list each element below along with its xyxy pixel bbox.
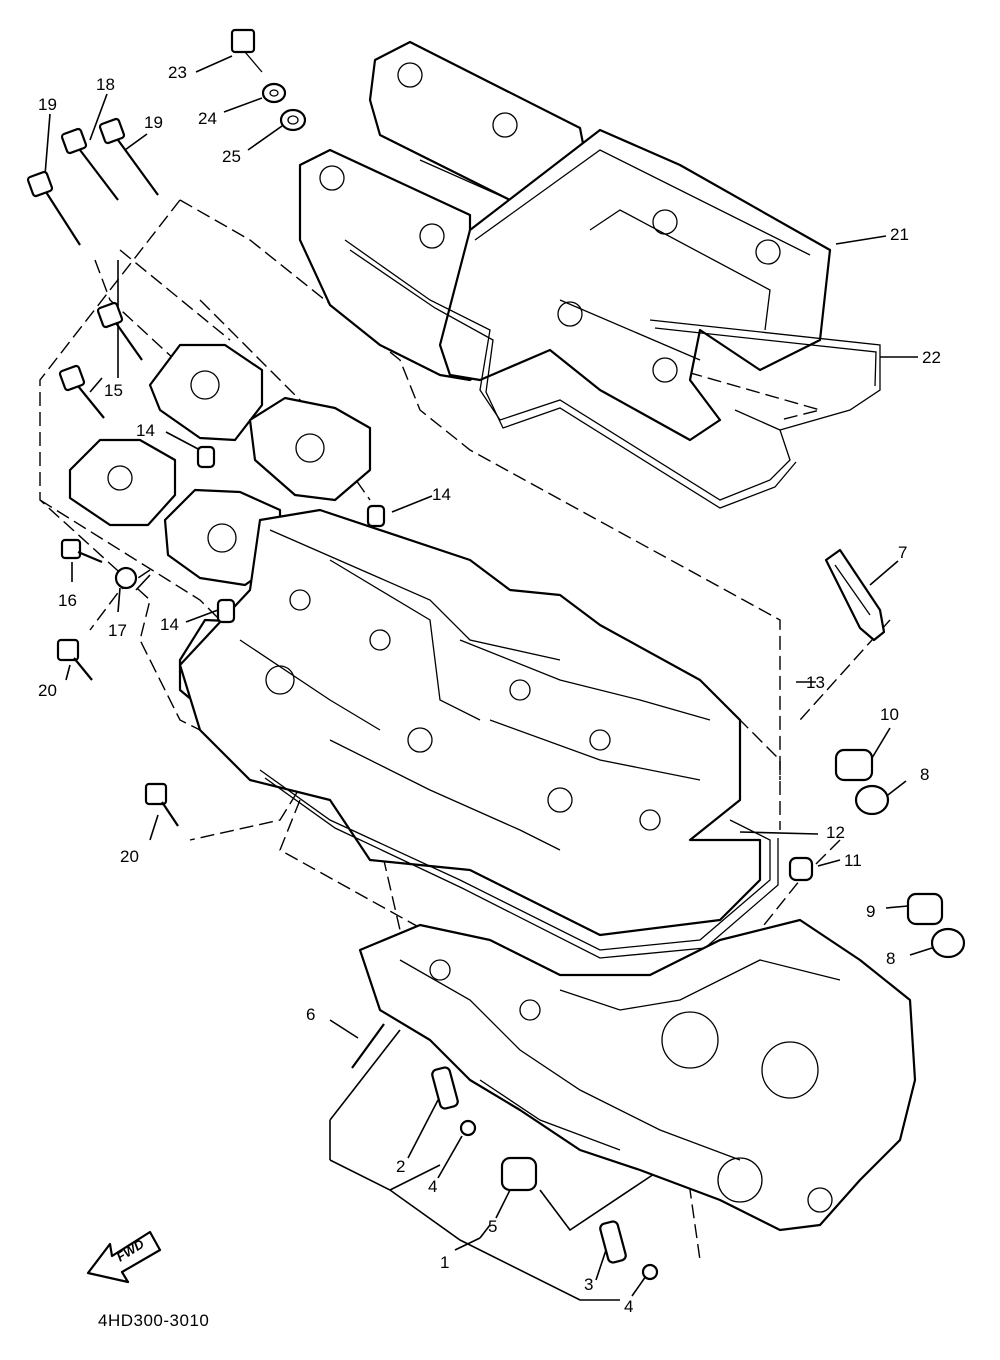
bolt-18 — [60, 127, 119, 201]
callout-16: 16 — [58, 591, 77, 610]
plug-5 — [500, 1156, 538, 1192]
valve-guide-2 — [431, 1066, 459, 1110]
bolt-16 — [60, 538, 103, 564]
callout-23: 23 — [168, 63, 187, 82]
callout-17: 17 — [108, 621, 127, 640]
callout-20-lower: 20 — [120, 847, 139, 866]
grommet-25 — [279, 108, 307, 132]
bolt-19-left — [26, 170, 81, 246]
cylinder-head-upper — [178, 508, 762, 937]
callout-14-a: 14 — [136, 421, 155, 440]
washer-8-lower — [930, 927, 966, 959]
callout-4-upper: 4 — [428, 1177, 437, 1196]
callout-22: 22 — [922, 348, 941, 367]
callout-19-left: 19 — [38, 95, 57, 114]
callout-1: 1 — [440, 1253, 449, 1272]
callout-8-lower: 8 — [886, 949, 895, 968]
callout-13: 13 — [806, 673, 825, 692]
washer-24 — [261, 82, 287, 104]
callout-24: 24 — [198, 109, 217, 128]
valve-cover — [298, 40, 832, 442]
callout-19-right: 19 — [144, 113, 163, 132]
callout-10: 10 — [880, 705, 899, 724]
callout-4-lower: 4 — [624, 1297, 633, 1316]
bolt-15-lower — [58, 364, 105, 419]
washer-8-upper — [854, 784, 890, 816]
stud-6 — [351, 1023, 385, 1069]
bolt-19-right — [98, 117, 159, 196]
callout-6: 6 — [306, 1005, 315, 1024]
callout-15: 15 — [104, 381, 123, 400]
dowel-14-a — [196, 445, 216, 469]
callout-14-b: 14 — [432, 485, 451, 504]
callout-12: 12 — [826, 823, 845, 842]
callout-9: 9 — [866, 902, 875, 921]
cap-10 — [834, 748, 874, 782]
callout-25: 25 — [222, 147, 241, 166]
leader-lines — [44, 55, 933, 1301]
clip-4-lower — [641, 1263, 659, 1281]
valve-guide-3 — [599, 1220, 627, 1264]
clip-4-upper — [459, 1119, 477, 1137]
dowel-14-b — [366, 504, 386, 528]
callout-5: 5 — [488, 1217, 497, 1236]
bolt-20-lower — [144, 782, 179, 827]
head-gasket — [259, 769, 779, 959]
callout-21: 21 — [890, 225, 909, 244]
bolt-15-upper — [96, 301, 143, 361]
valve-cover-gasket — [344, 159, 881, 509]
dowel-14-c — [216, 598, 236, 624]
cap-9 — [906, 892, 944, 926]
callout-14-c: 14 — [160, 615, 179, 634]
callout-8-upper: 8 — [920, 765, 929, 784]
plug-11 — [788, 856, 814, 882]
forward-arrow-icon: FWD — [86, 1230, 162, 1284]
spark-plug-7 — [824, 548, 886, 642]
callout-3: 3 — [584, 1275, 593, 1294]
cylinder-head-lower — [358, 918, 917, 1232]
callout-labels: 1 2 3 4 4 5 6 7 8 8 9 10 11 12 13 14 14 … — [38, 63, 941, 1316]
bolt-20-upper — [56, 638, 93, 681]
callout-18: 18 — [96, 75, 115, 94]
callout-7: 7 — [898, 543, 907, 562]
washer-17 — [114, 566, 138, 590]
callout-20-upper: 20 — [38, 681, 57, 700]
callout-11: 11 — [844, 851, 862, 870]
drawing-code: 4HD300-3010 — [98, 1311, 209, 1330]
bolt-23 — [230, 28, 263, 73]
callout-2: 2 — [396, 1157, 405, 1176]
